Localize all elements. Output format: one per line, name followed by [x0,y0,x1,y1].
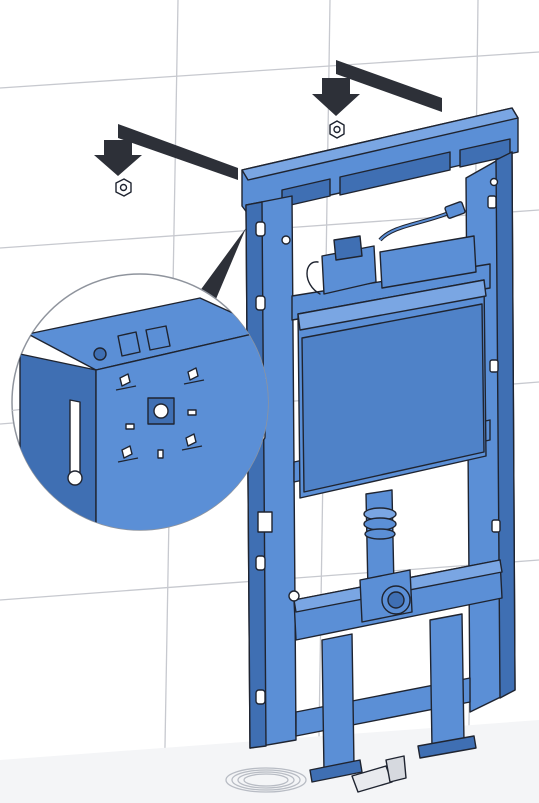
arrow-band-left [94,124,238,180]
flush-pipe [359,489,413,623]
hose-fitting [351,755,407,793]
nut-icon [329,120,345,139]
cistern [297,235,487,499]
floor-area [0,720,539,803]
cable [306,261,321,295]
hose-connector [444,201,466,219]
water-hose [225,767,307,793]
nut-icon [115,178,132,197]
magnifier-callout [11,273,269,531]
arrow-band-right [312,60,442,116]
